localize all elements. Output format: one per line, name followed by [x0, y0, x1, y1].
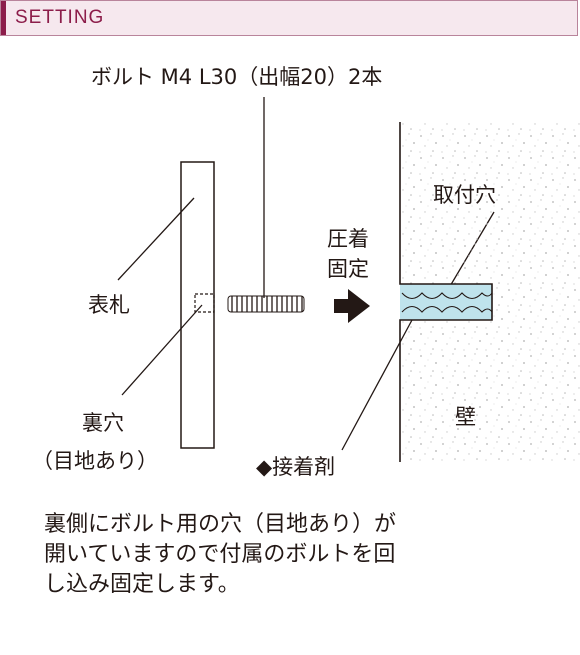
press-arrow — [334, 289, 370, 323]
adhesive-wave-bottom — [401, 305, 493, 313]
note-line: し込み固定します。 — [44, 572, 240, 597]
header-accent-bar — [1, 1, 6, 35]
section-header: SETTING — [0, 0, 578, 36]
note-line: 裏側にボルト用の穴（目地あり）が — [44, 512, 397, 537]
instruction-note: 裏側にボルト用の穴（目地あり）が 開いていますので付属のボルトを回 し込み固定し… — [44, 510, 564, 600]
back-hole-leader-line — [121, 304, 203, 396]
back-hole-sub-label: （目地あり） — [32, 449, 158, 473]
back-hole-outline — [194, 293, 215, 313]
adhesive-fill — [400, 284, 492, 320]
press-label-1: 圧着 — [327, 227, 369, 251]
wall-texture — [400, 122, 580, 462]
adhesive-label: ◆接着剤 — [256, 455, 336, 479]
nameplate-board — [180, 161, 215, 449]
bolt — [227, 295, 305, 313]
wall-label: 壁 — [455, 405, 476, 429]
note-line: 開いていますので付属のボルトを回 — [44, 542, 396, 567]
section-title: SETTING — [15, 7, 105, 28]
nameplate-leader-line — [117, 197, 195, 281]
nameplate-label: 表札 — [88, 293, 130, 317]
press-label-2: 固定 — [327, 257, 369, 281]
wall-outline — [399, 122, 493, 462]
back-hole-label: 裏穴 — [82, 411, 124, 435]
mount-hole-label: 取付穴 — [433, 183, 496, 207]
adhesive-wave-top — [401, 292, 493, 300]
bolt-label: ボルト M4 L30（出幅20）2本 — [91, 65, 383, 89]
